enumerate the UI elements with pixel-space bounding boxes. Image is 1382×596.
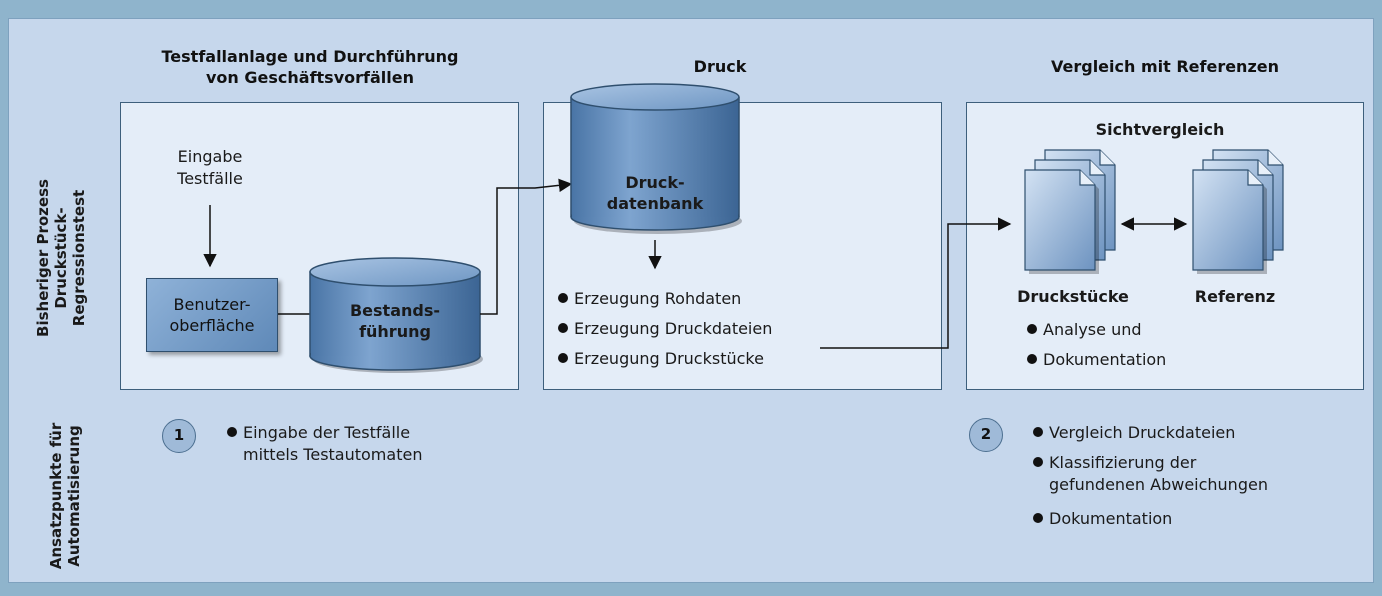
database-druckdatenbank xyxy=(570,83,742,234)
automation-item-1-line2: mittels Testautomaten xyxy=(243,445,423,464)
ui-box-line2: oberfläche xyxy=(169,316,255,335)
db-label-bestandsfuehrung-line2: führung xyxy=(359,322,431,341)
column-title-testfall: Testfallanlage und Durchführung von Gesc… xyxy=(120,46,500,88)
column-title-druck: Druck xyxy=(693,57,747,76)
db-label-bestandsfuehrung: Bestands- führung xyxy=(320,300,470,342)
ui-box-benutzeroberflaeche: Benutzer- oberfläche xyxy=(146,278,278,352)
automation-item-2b-line2: gefundenen Abweichungen xyxy=(1049,475,1268,494)
bullet-dot xyxy=(1027,324,1037,334)
input-label-line2: Testfälle xyxy=(177,169,243,188)
bullet-rohdaten: Erzeugung Rohdaten xyxy=(558,288,741,310)
bullet-druckstuecke: Erzeugung Druckstücke xyxy=(558,348,764,370)
bullet-text: Dokumentation xyxy=(1043,350,1167,369)
arrow-db-to-druckdatenbank xyxy=(480,178,573,315)
document-stack-referenz xyxy=(1192,149,1284,274)
automation-item-1-line1: Eingabe der Testfälle xyxy=(243,423,411,442)
db-label-druckdatenbank: Druck- datenbank xyxy=(580,172,730,214)
database-bestandsfuehrung xyxy=(309,257,483,373)
automation-item-2a: Vergleich Druckdateien xyxy=(1033,422,1235,444)
ui-box-line1: Benutzer- xyxy=(173,295,251,314)
bullet-text: Erzeugung Druckstücke xyxy=(574,349,764,368)
diagram-stage: Bisheriger Prozess Druckstück- Regressio… xyxy=(8,18,1374,583)
bullet-dot xyxy=(558,293,568,303)
bullet-druckdateien: Erzeugung Druckdateien xyxy=(558,318,772,340)
bullet-text: Erzeugung Rohdaten xyxy=(574,289,742,308)
bullet-text: Analyse und xyxy=(1043,320,1142,339)
doc-label-referenz: Referenz xyxy=(1194,287,1276,306)
bullet-dot xyxy=(1033,457,1043,467)
input-label: Eingabe Testfälle xyxy=(150,146,270,190)
input-label-line1: Eingabe xyxy=(177,147,243,166)
bullet-dot xyxy=(558,353,568,363)
bullet-text: Erzeugung Druckdateien xyxy=(574,319,773,338)
document-stack-druckstuecke xyxy=(1024,149,1116,274)
db-label-druckdatenbank-line2: datenbank xyxy=(606,194,704,213)
bullet-dot xyxy=(227,427,237,437)
bullet-text: Dokumentation xyxy=(1049,509,1173,528)
arrow-druck-to-vergleich xyxy=(820,217,1012,349)
bullet-dot xyxy=(1033,427,1043,437)
automation-item-1: Eingabe der Testfälle mittels Testautoma… xyxy=(227,422,422,466)
bullet-dot xyxy=(1033,513,1043,523)
automation-item-2b-line1: Klassifizierung der xyxy=(1049,453,1197,472)
bullet-text: Vergleich Druckdateien xyxy=(1049,423,1236,442)
bullet-dot xyxy=(558,323,568,333)
diagram-graphics xyxy=(203,83,1284,373)
sichtvergleich-title: Sichtvergleich xyxy=(1095,120,1225,139)
automation-item-2b: Klassifizierung der gefundenen Abweichun… xyxy=(1033,452,1268,496)
column-title-vergleich: Vergleich mit Referenzen xyxy=(1050,57,1279,76)
automation-item-2c: Dokumentation xyxy=(1033,508,1172,530)
bullet-analyse: Analyse und xyxy=(1027,319,1142,341)
bullet-dot xyxy=(1027,354,1037,364)
step-badge-1: 1 xyxy=(162,419,196,453)
column-title-testfall-line1: Testfallanlage und Durchführung xyxy=(161,47,459,66)
step-badge-2: 2 xyxy=(969,418,1003,452)
db-label-bestandsfuehrung-line1: Bestands- xyxy=(349,301,441,320)
db-label-druckdatenbank-line1: Druck- xyxy=(625,173,685,192)
column-title-testfall-line2: von Geschäftsvorfällen xyxy=(206,68,414,87)
bullet-dokumentation: Dokumentation xyxy=(1027,349,1166,371)
doc-label-druckstuecke: Druckstücke xyxy=(1017,287,1129,306)
